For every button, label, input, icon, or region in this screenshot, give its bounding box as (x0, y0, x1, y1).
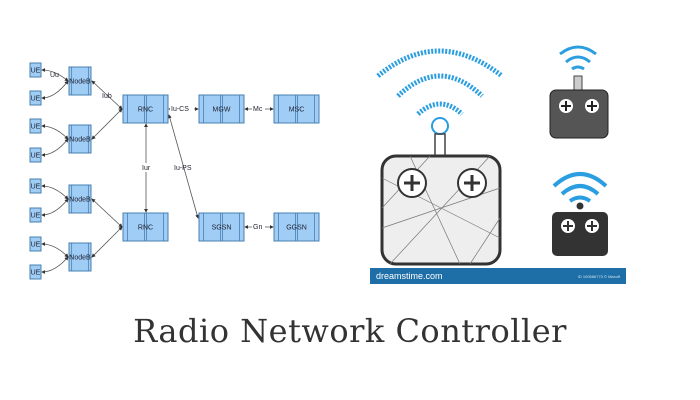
watermark-bar: dreamstime.com ID 100666773 © Maxoff (370, 268, 626, 284)
watermark-text: dreamstime.com (376, 271, 443, 281)
ue-node-label: UE (31, 68, 41, 75)
edge-iu-ps (167, 114, 200, 219)
edge-ue-nodeb (41, 80, 69, 100)
nodeb-node: NodeB (68, 124, 92, 154)
label-gn: Gn (253, 224, 262, 231)
wifi-remote-control-icon (376, 45, 609, 266)
umts-network-diagram: UE UE UE UE UE UE UE UE NodeB NodeB NodeB NodeB RNC R… (29, 62, 320, 280)
nodeb-node: NodeB (68, 242, 92, 272)
msc-node-label: MSC (289, 107, 305, 114)
ue-node-label: UE (31, 270, 41, 277)
ggsn-node-label: GGSN (286, 225, 307, 232)
ue-node: UE (29, 207, 42, 223)
ue-node-label: UE (31, 153, 41, 160)
ue-node: UE (29, 90, 42, 106)
ue-node: UE (29, 178, 42, 194)
edge-ue-nodeb (41, 138, 69, 157)
nodes: UE UE UE UE UE UE UE UE NodeB NodeB NodeB NodeB RNC R… (29, 62, 320, 280)
nodeb-node-label: NodeB (69, 137, 91, 144)
ue-node: UE (29, 118, 42, 134)
stock-image-wifi-remote: dreamstime.com ID 100666773 © Maxoff (370, 38, 626, 284)
ue-node-label: UE (31, 124, 41, 131)
rnc-node: RNC (122, 94, 169, 124)
rnc-node-label: RNC (138, 225, 153, 232)
label-iu-ps: Iu-PS (174, 165, 192, 172)
ue-node-label: UE (31, 184, 41, 191)
label-iu-cs: Iu-CS (171, 106, 189, 113)
label-uu: Uu (50, 72, 59, 79)
label-iub: Iub (102, 93, 112, 100)
nodeb-node-label: NodeB (69, 197, 91, 204)
edge-ue-nodeb (41, 198, 69, 217)
nodeb-node: NodeB (68, 184, 92, 214)
rnc-node-label: RNC (138, 107, 153, 114)
page-title: Radio Network Controller (133, 312, 567, 350)
wifi-small-mesh-icon (559, 45, 597, 71)
wifi-mesh-icon (376, 48, 504, 116)
edge-ue-nodeb (41, 184, 69, 200)
edge-iub (91, 108, 123, 140)
ue-node: UE (29, 62, 42, 78)
ue-node: UE (29, 264, 42, 280)
mgw-node: MGW (198, 94, 245, 124)
edge-iub (91, 198, 123, 228)
nodeb-node-label: NodeB (69, 255, 91, 262)
remote-solid-icon (552, 212, 608, 256)
label-iur: Iur (142, 165, 151, 172)
watermark-id: ID 100666773 © Maxoff (577, 273, 620, 279)
ue-node-label: UE (31, 242, 41, 249)
nodeb-node-label: NodeB (69, 79, 91, 86)
ue-node-label: UE (31, 96, 41, 103)
edge-iub (91, 226, 123, 258)
ue-node: UE (29, 147, 42, 163)
edge-ue-nodeb (41, 124, 69, 140)
interface-labels: Uu Iub Iu-CS Mc Iur Iu-PS Gn (50, 72, 265, 231)
msc-node: MSC (273, 94, 320, 124)
wifi-blue-icon (552, 172, 608, 203)
ue-node: UE (29, 236, 42, 252)
rnc-node: RNC (122, 212, 169, 242)
ggsn-node: GGSN (273, 212, 320, 242)
edge-iub (91, 80, 123, 110)
nodeb-node: NodeB (68, 66, 92, 96)
edge-ue-nodeb (41, 256, 69, 274)
edge-ue-nodeb (41, 68, 69, 82)
ue-node-label: UE (31, 213, 41, 220)
label-mc: Mc (253, 106, 263, 113)
mgw-node-label: MGW (213, 107, 231, 114)
edge-ue-nodeb (41, 242, 69, 258)
sgsn-node: SGSN (198, 212, 245, 242)
sgsn-node-label: SGSN (212, 225, 232, 232)
